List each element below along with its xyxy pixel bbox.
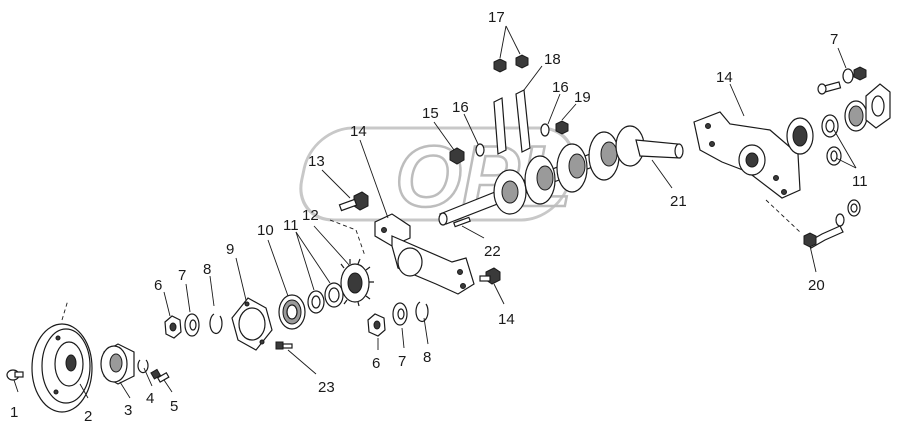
part-4-lock-washer	[137, 359, 149, 374]
callout-6-left: 6	[154, 277, 162, 294]
callout-11-right: 11	[852, 173, 868, 190]
part-19-bolt	[555, 120, 569, 135]
part-2-pulley	[31, 323, 93, 413]
callout-21: 21	[670, 193, 687, 210]
callout-17: 17	[488, 9, 505, 26]
leader-lines	[13, 25, 857, 399]
part-10-bearing	[278, 294, 306, 330]
callout-5: 5	[170, 398, 178, 415]
part-13-bolt	[338, 191, 369, 212]
part-14-bolt-lower	[479, 267, 501, 285]
part-6-nut-left	[164, 315, 182, 339]
callout-16-upper: 16	[452, 99, 469, 116]
part-8-spring-washer-lower	[415, 301, 429, 323]
part-9-flange	[231, 297, 273, 351]
callout-8-lower: 8	[423, 349, 431, 366]
callout-13: 13	[308, 153, 325, 170]
part-6-nut-lower	[367, 313, 386, 337]
part-18-bracket-arms	[493, 89, 531, 155]
callout-23: 23	[318, 379, 335, 396]
part-bearing-right	[844, 100, 868, 132]
part-14-bracket-center	[374, 213, 475, 295]
callout-14-right: 14	[716, 69, 733, 86]
part-15-nut	[449, 147, 465, 165]
callout-16-right: 16	[552, 79, 569, 96]
part-20-bolt	[803, 199, 861, 249]
part-1-bolt	[6, 369, 24, 381]
part-16-washer-right	[540, 123, 550, 137]
part-cover-plate-right	[865, 83, 891, 129]
part-5-bolt	[150, 368, 170, 383]
callout-14-lower: 14	[498, 311, 515, 328]
callout-3: 3	[124, 402, 132, 419]
part-21-camshaft	[438, 125, 684, 226]
part-7-washer-right	[817, 66, 867, 95]
callout-8-left: 8	[203, 261, 211, 278]
part-sprocket-right	[786, 117, 814, 155]
callout-12: 12	[302, 207, 319, 224]
part-23-bolt	[275, 341, 293, 350]
callout-20: 20	[808, 277, 825, 294]
part-3-hub	[100, 343, 135, 385]
part-12-sprocket	[340, 258, 374, 307]
callout-labels: 1 2 3 4 5 6 7 8 9 10 11 12 13 14 15 16 1…	[10, 9, 868, 425]
callout-19: 19	[574, 89, 591, 106]
part-7-washer-left	[184, 313, 200, 337]
part-8-spring-washer-left	[209, 313, 223, 335]
callout-18: 18	[544, 51, 561, 68]
part-14-bracket-right	[693, 111, 801, 199]
callout-4: 4	[146, 390, 154, 407]
callout-7-left: 7	[178, 267, 186, 284]
callout-9: 9	[226, 241, 234, 258]
part-11-bearing-rings-left	[307, 282, 344, 314]
callout-6-lower: 6	[372, 355, 380, 372]
callout-10: 10	[257, 222, 274, 239]
part-17-nuts	[493, 54, 529, 73]
callout-14-center: 14	[350, 123, 367, 140]
callout-1: 1	[10, 404, 18, 421]
part-7-washer-lower	[392, 302, 408, 326]
callout-11-left: 11	[283, 217, 299, 234]
part-11-bearing-rings-right	[821, 114, 842, 166]
part-22-key	[453, 216, 471, 228]
callout-2: 2	[84, 408, 92, 425]
callout-7-right: 7	[830, 31, 838, 48]
callout-22: 22	[484, 243, 501, 260]
callout-15: 15	[422, 105, 439, 122]
callout-7-lower: 7	[398, 353, 406, 370]
part-16-washer-upper	[475, 143, 485, 157]
assembly-lines	[61, 199, 801, 321]
